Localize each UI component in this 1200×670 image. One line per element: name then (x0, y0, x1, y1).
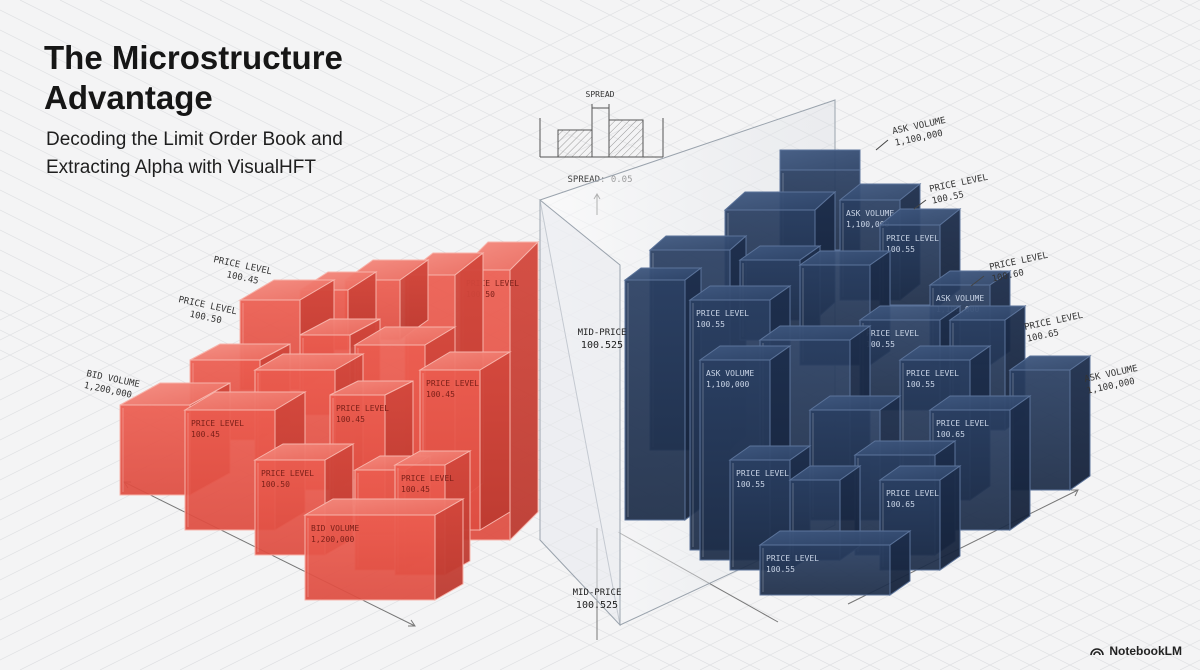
bid-block-8-label: PRICE LEVEL (426, 379, 479, 388)
ask-block-11-value: 100.55 (866, 340, 895, 349)
bid-block-11-label: PRICE LEVEL (336, 404, 389, 413)
subtitle-line-2: Extracting Alpha with VisualHFT (46, 157, 316, 178)
page-title: The Microstructure Advantage (44, 38, 504, 118)
ask-block-2-label: ASK VOLUME (846, 209, 894, 218)
bid-block-11-value: 100.45 (336, 415, 365, 424)
ask-block-15-label: PRICE LEVEL (906, 369, 959, 378)
mid-price-label-bottom: MID-PRICE (573, 588, 622, 598)
ask-block-4-label: PRICE LEVEL (886, 234, 939, 243)
page-subtitle: Decoding the Limit Order Book and Extrac… (46, 126, 466, 182)
spread-label: SPREAD (586, 90, 615, 99)
bid-block-14-label: PRICE LEVEL (261, 469, 314, 478)
ask-block-14-label: ASK VOLUME (706, 369, 754, 378)
ask-block-22-value: 100.65 (886, 500, 915, 509)
ask-block-18-value: 100.65 (936, 430, 965, 439)
ask-block-23: PRICE LEVEL 100.55 (758, 530, 912, 596)
bid-block-13-value: 100.45 (191, 430, 220, 439)
bid-block-8: PRICE LEVEL 100.45 (418, 351, 512, 531)
mid-price-value-bottom: 100.525 (576, 600, 618, 611)
mid-price-label-top: MID-PRICE (578, 328, 627, 338)
bid-block-17: BID VOLUME 1,200,000 (303, 498, 465, 601)
notebooklm-logo-icon (1090, 648, 1105, 656)
bid-block-1-label: PRICE LEVEL (466, 279, 519, 288)
ask-block-4-value: 100.55 (886, 245, 915, 254)
ask-block-14-value: 1,100,000 (706, 380, 750, 389)
bid-block-14-value: 100.50 (261, 480, 290, 489)
ask-block-10-label: PRICE LEVEL (696, 309, 749, 318)
subtitle-line-1: Decoding the Limit Order Book and (46, 129, 343, 150)
title-line-2: Advantage (44, 79, 213, 116)
title-line-1: The Microstructure (44, 39, 343, 76)
bid-block-8-value: 100.45 (426, 390, 455, 399)
ask-block-23-value: 100.55 (766, 565, 795, 574)
ask-block-2-value: 1,100,000 (846, 220, 890, 229)
bid-block-17-value: 1,200,000 (311, 535, 355, 544)
mid-price-labels: MID-PRICE 100.525 MID-PRICE 100.525 (573, 328, 627, 611)
ask-block-4: PRICE LEVEL 100.55 (878, 207, 962, 307)
ask-block-15-value: 100.55 (906, 380, 935, 389)
ask-block-8-label: ASK VOLUME (936, 294, 984, 303)
mid-price-value-top: 100.525 (581, 340, 623, 351)
ask-block-19-label: PRICE LEVEL (736, 469, 789, 478)
ask-block-23-label: PRICE LEVEL (766, 554, 819, 563)
ask-block-11-label: PRICE LEVEL (866, 329, 919, 338)
brand-name: NotebookLM (1109, 644, 1182, 658)
ask-block-18: PRICE LEVEL 100.65 (928, 395, 1032, 531)
bid-block-13-label: PRICE LEVEL (191, 419, 244, 428)
brand-mark: NotebookLM (1090, 644, 1182, 658)
ask-block-22-label: PRICE LEVEL (886, 489, 939, 498)
ask-block-10-value: 100.55 (696, 320, 725, 329)
bid-block-17-label: BID VOLUME (311, 524, 359, 533)
bid-block-16-label: PRICE LEVEL (401, 474, 454, 483)
ask-block-18-label: PRICE LEVEL (936, 419, 989, 428)
bid-block-16-value: 100.45 (401, 485, 430, 494)
ask-block-19-value: 100.55 (736, 480, 765, 489)
